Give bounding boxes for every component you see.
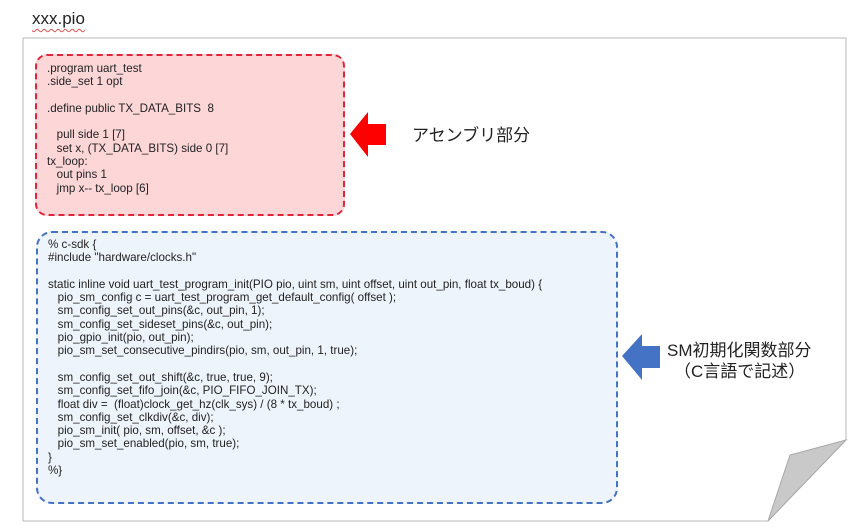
asm-line: .side_set 1 opt [47, 75, 123, 89]
c-sdk-annotation: SM初期化関数部分 [667, 341, 812, 360]
c-line: sm_config_set_sideset_pins(&c, out_pin); [48, 317, 273, 331]
asm-blank-line [47, 89, 333, 102]
asm-line: jmp x-- tx_loop [6] [47, 181, 149, 195]
asm-line: pull side 1 [7] [47, 128, 125, 142]
c-line: sm_config_set_clkdiv(&c, div); [48, 410, 214, 424]
c-line: pio_sm_config c = uart_test_program_get_… [48, 291, 397, 305]
asm-line: out pins 1 [47, 168, 107, 182]
c-line: % c-sdk { [48, 238, 97, 251]
asm-blank-line [47, 115, 333, 128]
c-sdk-section: % c-sdk { #include "hardware/clocks.h" s… [36, 231, 618, 504]
asm-line: tx_loop: [47, 155, 88, 169]
asm-line: .define public TX_DATA_BITS 8 [47, 101, 214, 115]
c-line: pio_gpio_init(pio, out_pin); [48, 331, 194, 345]
c-line: sm_config_set_fifo_join(&c, PIO_FIFO_JOI… [48, 384, 317, 398]
page-fold-corner [767, 439, 848, 522]
c-line: sm_config_set_out_shift(&c, true, true, … [48, 370, 273, 384]
c-line: %} [48, 464, 63, 478]
c-line: pio_sm_init( pio, sm, offset, &c ); [48, 424, 226, 438]
c-line: static inline void uart_test_program_ini… [48, 277, 543, 291]
c-blank-line [48, 265, 606, 278]
c-line: pio_sm_set_enabled(pio, sm, true); [48, 437, 240, 451]
asm-line: .program uart_test [47, 62, 142, 75]
assembly-section: .program uart_test .side_set 1 opt .defi… [35, 54, 345, 216]
c-line: #include "hardware/clocks.h" [48, 251, 197, 265]
c-line: } [48, 450, 52, 464]
asm-line: set x, (TX_DATA_BITS) side 0 [7] [47, 141, 229, 155]
c-blank-line [48, 358, 606, 371]
c-sdk-annotation-sub: （C言語で記述） [674, 362, 806, 381]
assembly-arrow-icon [350, 112, 386, 157]
c-line: sm_config_set_out_pins(&c, out_pin, 1); [48, 304, 265, 318]
file-title: xxx.pio [32, 9, 85, 28]
c-line: pio_sm_set_consecutive_pindirs(pio, sm, … [48, 344, 358, 358]
assembly-annotation: アセンブリ部分 [412, 126, 531, 145]
c-line: float div = (float)clock_get_hz(clk_sys)… [48, 397, 340, 411]
c-sdk-arrow-icon [622, 334, 660, 380]
